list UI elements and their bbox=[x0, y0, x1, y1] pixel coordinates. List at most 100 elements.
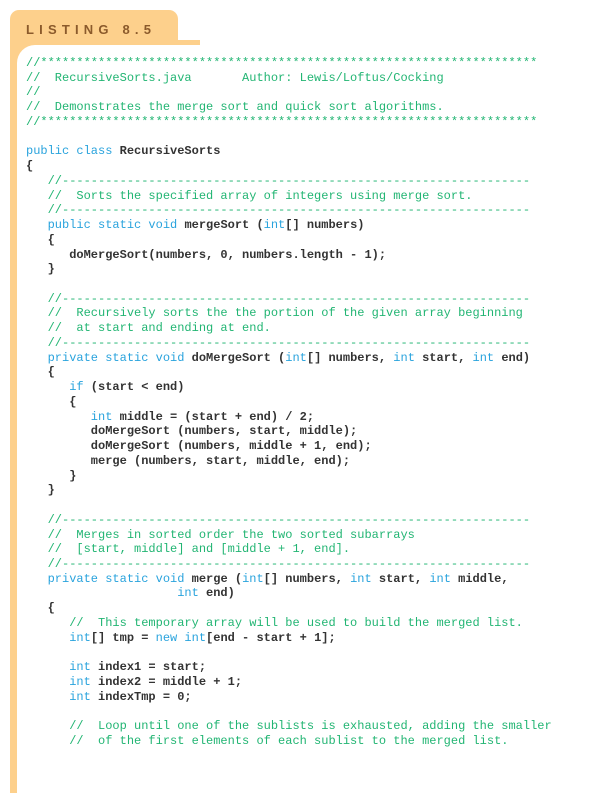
code-line: int middle = (start + end) / 2; bbox=[26, 410, 552, 425]
code-text: merge (numbers, start, middle, end); bbox=[26, 453, 351, 468]
code-line: //--------------------------------------… bbox=[26, 174, 552, 189]
code-text: } bbox=[26, 262, 55, 277]
code-line: // Sorts the specified array of integers… bbox=[26, 189, 552, 204]
code-keyword: private static void bbox=[26, 571, 192, 586]
code-line: //--------------------------------------… bbox=[26, 336, 552, 351]
code-text: end) bbox=[198, 586, 235, 601]
code-line: { bbox=[26, 601, 552, 616]
code-text: } bbox=[26, 468, 77, 483]
code-comment: // Loop until one of the sublists is exh… bbox=[26, 719, 552, 734]
code-text: RecursiveSorts bbox=[119, 144, 221, 159]
code-comment: //**************************************… bbox=[26, 114, 538, 129]
code-line: //--------------------------------------… bbox=[26, 557, 552, 572]
code-keyword: int bbox=[26, 674, 91, 689]
code-line: //--------------------------------------… bbox=[26, 203, 552, 218]
code-line: doMergeSort (numbers, middle + 1, end); bbox=[26, 439, 552, 454]
code-comment: // Sorts the specified array of integers… bbox=[26, 188, 473, 203]
code-line: int index1 = start; bbox=[26, 660, 552, 675]
code-text: doMergeSort (numbers, start, middle); bbox=[26, 424, 358, 439]
code-keyword: public static void bbox=[26, 218, 185, 233]
listing-title: LISTING 8.5 bbox=[26, 22, 157, 37]
code-keyword: int bbox=[26, 660, 91, 675]
code-keyword: if bbox=[26, 380, 84, 395]
code-line: // [start, middle] and [middle + 1, end]… bbox=[26, 542, 552, 557]
code-text: mergeSort ( bbox=[184, 218, 264, 233]
code-keyword: int bbox=[263, 218, 286, 233]
code-comment: //**************************************… bbox=[26, 56, 538, 70]
code-text: merge ( bbox=[191, 571, 243, 586]
code-keyword: private static void bbox=[26, 350, 192, 365]
code-comment: // Demonstrates the merge sort and quick… bbox=[26, 100, 444, 115]
code-keyword: new int bbox=[155, 630, 207, 645]
code-line: int[] tmp = new int[end - start + 1]; bbox=[26, 631, 552, 646]
code-text: { bbox=[26, 365, 55, 380]
code-line: // Merges in sorted order the two sorted… bbox=[26, 528, 552, 543]
code-line: { bbox=[26, 233, 552, 248]
code-line: doMergeSort (numbers, start, middle); bbox=[26, 424, 552, 439]
code-line: int index2 = middle + 1; bbox=[26, 675, 552, 690]
code-line: //**************************************… bbox=[26, 115, 552, 130]
code-comment: //--------------------------------------… bbox=[26, 335, 531, 350]
code-text: [] tmp = bbox=[90, 630, 156, 645]
code-text: middle, bbox=[450, 571, 509, 586]
code-text: end) bbox=[494, 350, 531, 365]
code-text: doMergeSort ( bbox=[191, 350, 286, 365]
code-line: { bbox=[26, 365, 552, 380]
code-keyword: int bbox=[26, 586, 199, 601]
code-comment: //--------------------------------------… bbox=[26, 556, 531, 571]
listing-side-bar bbox=[10, 40, 17, 793]
code-comment: // Merges in sorted order the two sorted… bbox=[26, 527, 415, 542]
code-text: doMergeSort(numbers, 0, numbers.length -… bbox=[26, 247, 387, 262]
code-keyword: int bbox=[285, 350, 307, 365]
code-text: [end - start + 1]; bbox=[206, 630, 336, 645]
code-line: } bbox=[26, 262, 552, 277]
code-line: // Recursively sorts the the portion of … bbox=[26, 306, 552, 321]
code-keyword: int bbox=[350, 571, 372, 586]
code-text: { bbox=[26, 232, 55, 247]
code-line: // This temporary array will be used to … bbox=[26, 616, 552, 631]
code-line: //--------------------------------------… bbox=[26, 292, 552, 307]
code-line: // Loop until one of the sublists is exh… bbox=[26, 719, 552, 734]
code-comment: // of the first elements of each sublist… bbox=[26, 733, 509, 748]
code-line: // of the first elements of each sublist… bbox=[26, 734, 552, 749]
code-line: } bbox=[26, 483, 552, 498]
code-keyword: int bbox=[393, 350, 415, 365]
code-line: doMergeSort(numbers, 0, numbers.length -… bbox=[26, 248, 552, 263]
code-text: start, bbox=[371, 571, 430, 586]
code-line: // Demonstrates the merge sort and quick… bbox=[26, 100, 552, 115]
code-line bbox=[26, 498, 552, 513]
code-comment: // bbox=[26, 85, 41, 100]
code-text: start, bbox=[414, 350, 473, 365]
code-line: { bbox=[26, 395, 552, 410]
code-line: } bbox=[26, 469, 552, 484]
code-keyword: int bbox=[26, 409, 113, 424]
code-text: { bbox=[26, 394, 77, 409]
code-text: [] numbers, bbox=[263, 571, 351, 586]
code-text: } bbox=[26, 483, 55, 498]
code-line: merge (numbers, start, middle, end); bbox=[26, 454, 552, 469]
code-comment: //--------------------------------------… bbox=[26, 512, 531, 527]
code-text: (start < end) bbox=[83, 380, 185, 395]
code-text: middle = (start + end) / 2; bbox=[112, 409, 315, 424]
code-comment: // This temporary array will be used to … bbox=[26, 615, 523, 630]
code-line: //--------------------------------------… bbox=[26, 513, 552, 528]
code-comment: //--------------------------------------… bbox=[26, 203, 531, 218]
code-line: int indexTmp = 0; bbox=[26, 690, 552, 705]
code-text: indexTmp = 0; bbox=[90, 689, 192, 704]
code-line: // bbox=[26, 85, 552, 100]
code-comment: //--------------------------------------… bbox=[26, 173, 531, 188]
code-keyword: public class bbox=[26, 144, 120, 159]
code-comment: // Recursively sorts the the portion of … bbox=[26, 306, 523, 321]
code-text: { bbox=[26, 601, 55, 616]
code-line: { bbox=[26, 159, 552, 174]
code-panel bbox=[17, 45, 601, 793]
code-line: if (start < end) bbox=[26, 380, 552, 395]
code-keyword: int bbox=[472, 350, 495, 365]
code-keyword: int bbox=[26, 630, 91, 645]
code-keyword: int bbox=[26, 689, 91, 704]
code-line bbox=[26, 704, 552, 719]
code-text: index1 = start; bbox=[90, 660, 207, 675]
code-text: [] numbers) bbox=[285, 218, 365, 233]
code-line: //**************************************… bbox=[26, 56, 552, 71]
code-comment: // RecursiveSorts.java Author: Lewis/Lof… bbox=[26, 70, 444, 85]
